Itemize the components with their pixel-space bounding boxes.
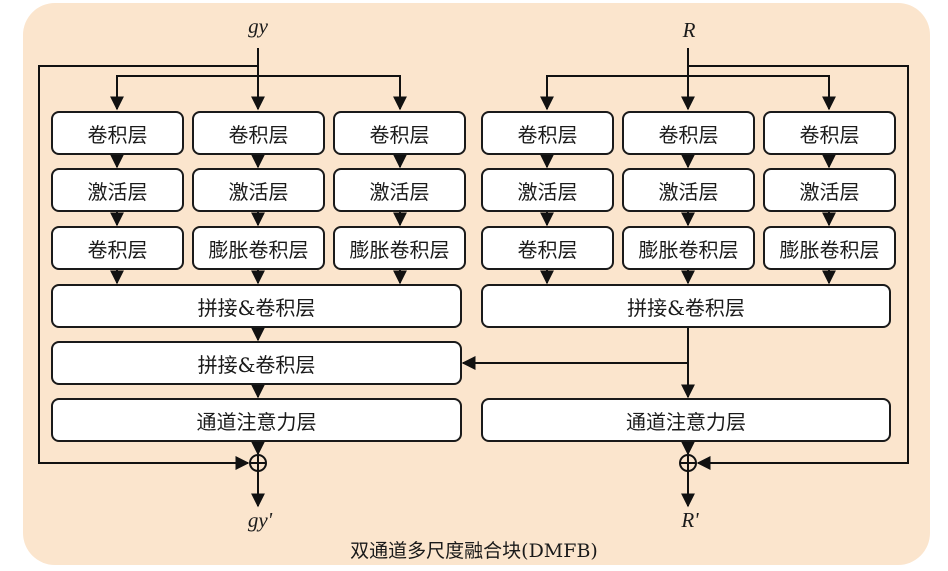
left-col3-conv: 卷积层 (333, 111, 466, 155)
left-col1-activation: 激活层 (51, 168, 184, 212)
right-col3-dilated-conv: 膨胀卷积层 (763, 226, 896, 270)
right-col1-conv: 卷积层 (481, 111, 614, 155)
left-col1-conv2: 卷积层 (51, 226, 184, 270)
gy-input-label: gy (248, 14, 268, 38)
left-col2-activation: 激活层 (192, 168, 325, 212)
gy-branch-left (110, 75, 258, 111)
r-branch-right (688, 75, 836, 111)
r-output-label: R' (681, 508, 699, 532)
r-branch-left (540, 75, 688, 111)
left-channel-attention: 通道注意力层 (51, 398, 462, 442)
right-concat-conv-1: 拼接&卷积层 (481, 284, 891, 328)
gy-skip-line (38, 65, 258, 470)
right-col2-conv: 卷积层 (622, 111, 755, 155)
left-concat-conv-2: 拼接&卷积层 (51, 341, 462, 385)
diagram-caption: 双通道多尺度融合块(DMFB) (350, 540, 598, 562)
gy-output-label: gy' (247, 508, 273, 532)
r-input-label: R (682, 18, 696, 42)
left-concat-conv-1: 拼接&卷积层 (51, 284, 462, 328)
right-channel-attention: 通道注意力层 (481, 398, 891, 442)
right-col3-conv: 卷积层 (763, 111, 896, 155)
gy-branch-right (258, 75, 407, 111)
left-col3-dilated-conv: 膨胀卷积层 (333, 226, 466, 270)
right-col3-activation: 激活层 (763, 168, 896, 212)
left-col3-activation: 激活层 (333, 168, 466, 212)
right-col1-activation: 激活层 (481, 168, 614, 212)
right-col2-activation: 激活层 (622, 168, 755, 212)
r-skip-line (688, 65, 909, 470)
left-col2-dilated-conv: 膨胀卷积层 (192, 226, 325, 270)
right-col1-conv2: 卷积层 (481, 226, 614, 270)
left-col2-conv: 卷积层 (192, 111, 325, 155)
left-col1-conv: 卷积层 (51, 111, 184, 155)
right-col2-dilated-conv: 膨胀卷积层 (622, 226, 755, 270)
